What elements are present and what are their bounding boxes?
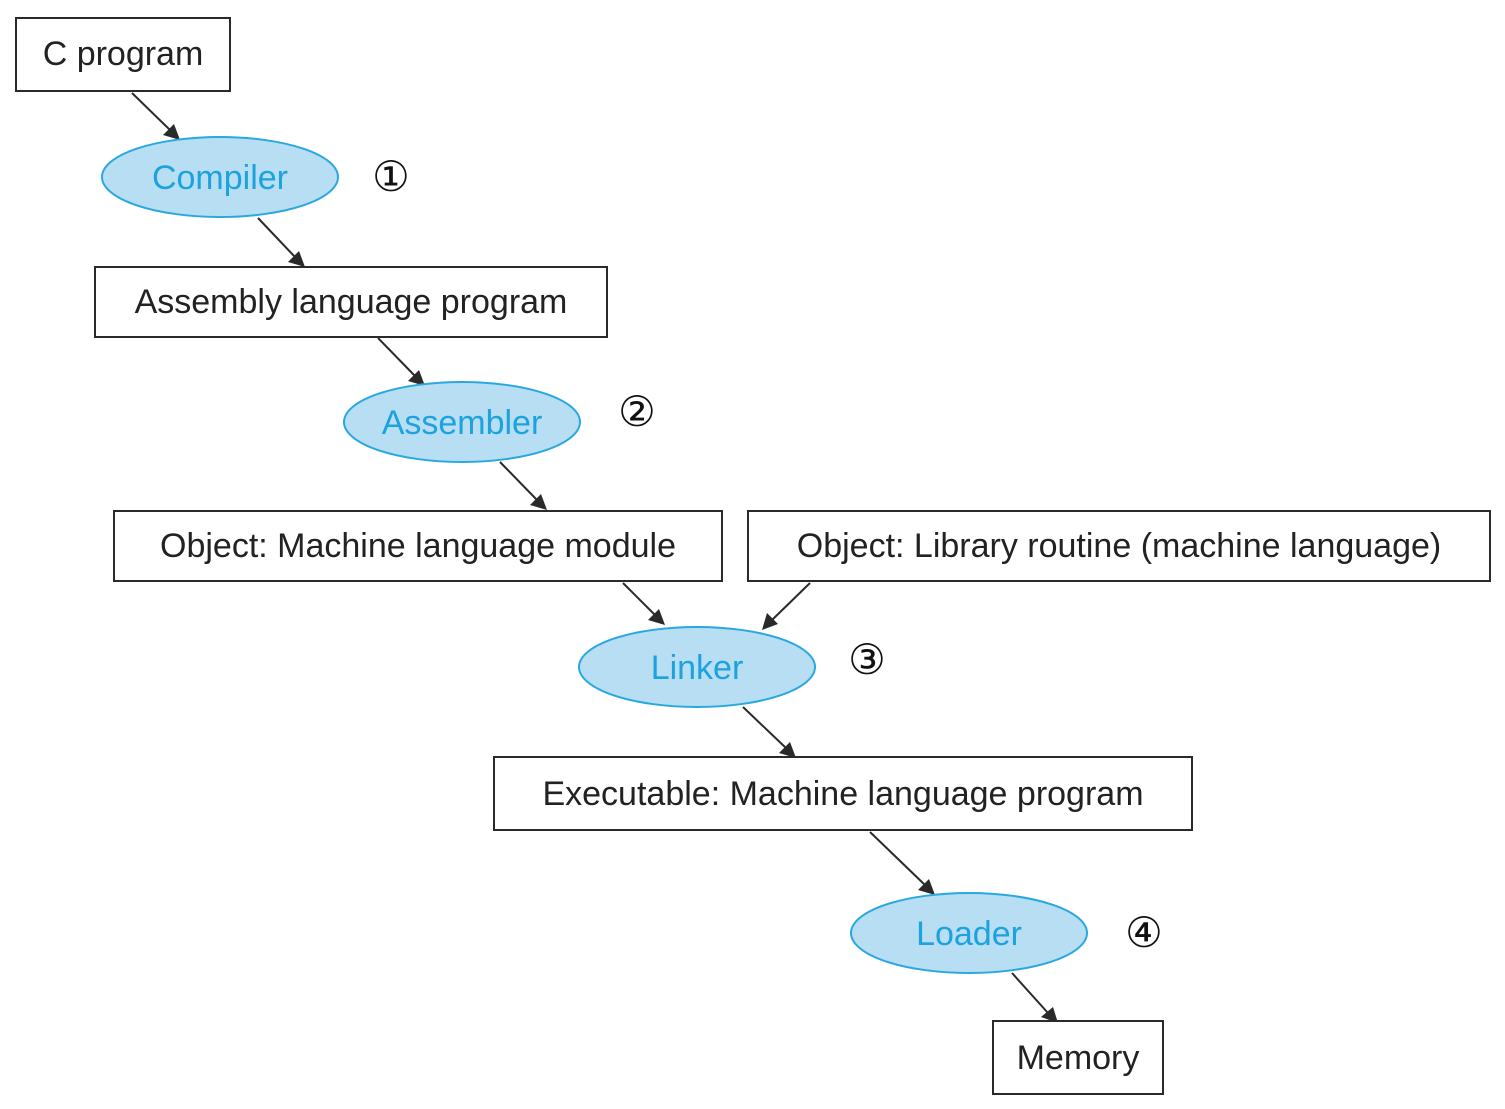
arrow-compiler-to-assembly [257,217,305,267]
assembler-label: Assembler [382,404,543,442]
arrow-assembler-to-object [499,461,547,510]
step-number-3: ③ [848,635,886,684]
loader-label: Loader [916,915,1022,953]
library-routine-box: Object: Library routine (machine languag… [747,510,1491,582]
arrows [131,92,1058,1023]
loader-ellipse: Loader [850,892,1088,974]
linker-ellipse: Linker [578,626,816,708]
executable-label: Executable: Machine language program [542,775,1143,813]
step-number-1: ① [372,152,410,201]
step-number-2: ② [618,387,656,436]
c-program-box: C program [15,17,231,92]
arrow-object-to-linker [622,582,665,625]
c-program-label: C program [43,35,204,73]
step-number-4: ④ [1125,908,1163,957]
arrow-loader-to-memory [1011,972,1058,1023]
assembly-program-box: Assembly language program [94,266,608,338]
compiler-label: Compiler [152,159,288,197]
arrow-c-program-to-compiler [131,92,180,140]
library-routine-label: Object: Library routine (machine languag… [797,527,1441,565]
memory-label: Memory [1017,1039,1140,1077]
memory-box: Memory [992,1020,1164,1095]
arrow-library-to-linker [762,582,811,630]
linker-label: Linker [651,649,744,687]
object-module-box: Object: Machine language module [113,510,723,582]
assembly-program-label: Assembly language program [135,283,568,321]
compiler-ellipse: Compiler [101,136,339,218]
assembler-ellipse: Assembler [343,381,581,463]
object-module-label: Object: Machine language module [160,527,676,565]
arrow-assembly-to-assembler [377,337,425,386]
arrow-executable-to-loader [869,831,935,895]
executable-box: Executable: Machine language program [493,756,1193,831]
arrow-linker-to-executable [742,706,796,758]
